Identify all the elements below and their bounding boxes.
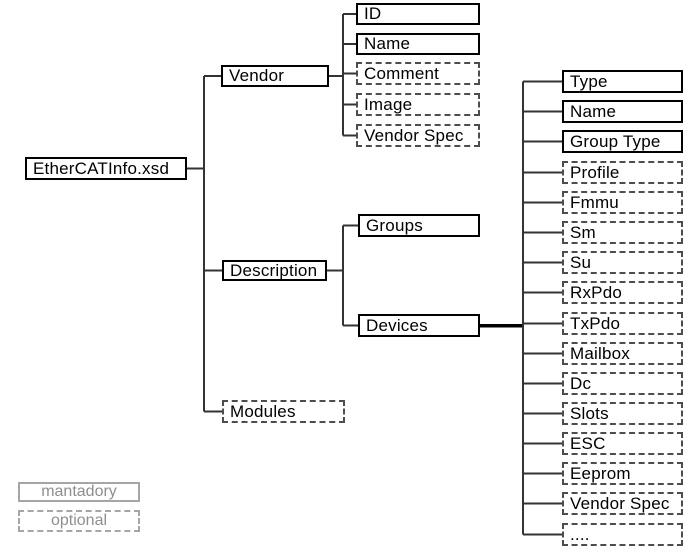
node-txpdo: TxPdo — [562, 312, 683, 335]
node-comment: Comment — [356, 62, 480, 85]
node-vendor-name: Name — [356, 33, 480, 55]
node-description: Description — [222, 260, 327, 281]
node-slots: Slots — [562, 402, 683, 425]
node-type: Type — [562, 70, 683, 93]
node-fmmu: Fmmu — [562, 191, 683, 214]
node-modules: Modules — [222, 400, 345, 423]
node-vendor: Vendor — [221, 65, 329, 87]
node-ethercatinfo-xsd: EtherCATInfo.xsd — [25, 157, 187, 180]
node-mailbox: Mailbox — [562, 342, 683, 365]
node-devices: Devices — [358, 314, 480, 337]
node-id: ID — [356, 3, 480, 25]
node-image: Image — [356, 93, 480, 116]
node-ellipsis: .... — [562, 523, 683, 546]
node-eeprom: Eeprom — [562, 462, 683, 485]
node-device-name: Name — [562, 100, 683, 123]
node-device-vendor-spec: Vendor Spec — [562, 492, 683, 515]
legend-optional-box: optional — [18, 510, 140, 532]
node-dc: Dc — [562, 372, 683, 395]
node-vendor-spec: Vendor Spec — [356, 124, 480, 147]
node-su: Su — [562, 251, 683, 274]
node-profile: Profile — [562, 161, 683, 184]
node-groups: Groups — [358, 214, 480, 237]
node-sm: Sm — [562, 221, 683, 244]
node-esc: ESC — [562, 432, 683, 455]
legend-mandatory-box: mantadory — [18, 482, 140, 502]
node-rxpdo: RxPdo — [562, 281, 683, 304]
node-group-type: Group Type — [562, 130, 683, 153]
